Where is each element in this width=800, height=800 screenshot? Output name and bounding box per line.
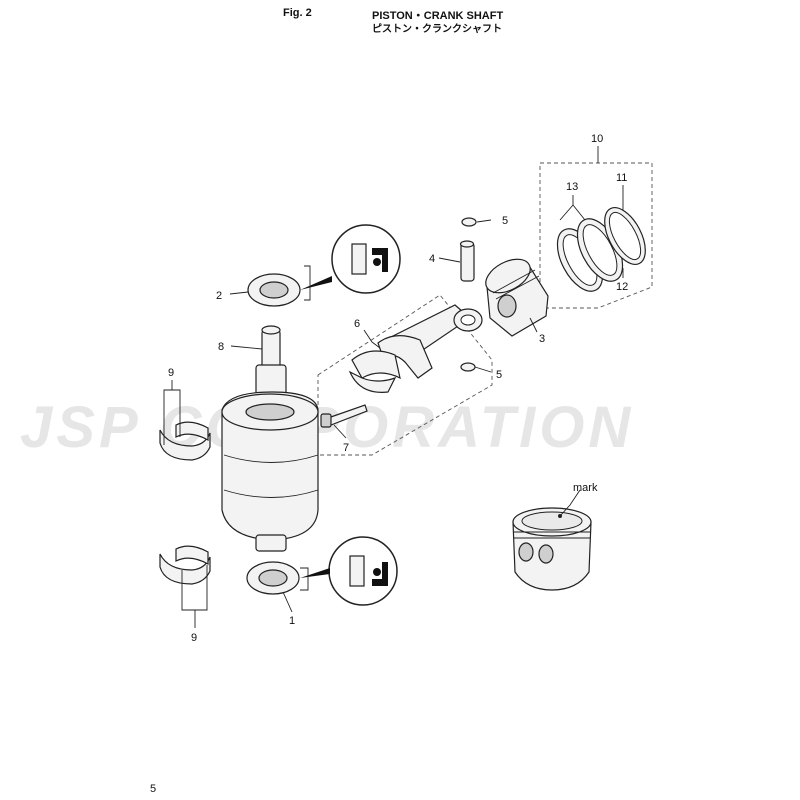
leader-lines bbox=[163, 146, 624, 628]
crank-bearing-upper bbox=[159, 421, 211, 461]
callout-10: 10 bbox=[591, 133, 603, 145]
callout-3: 3 bbox=[539, 333, 545, 345]
page-title: PISTON・CRANK SHAFT bbox=[372, 10, 504, 22]
oil-seal-upper bbox=[247, 273, 301, 307]
crankshaft bbox=[221, 325, 319, 552]
conrod-bearing bbox=[348, 350, 401, 393]
page-title-japanese: ピストン・クランクシャフト bbox=[372, 24, 502, 35]
oil-seal-lower bbox=[246, 561, 300, 595]
callout-1: 1 bbox=[289, 615, 295, 627]
seal-detail-upper bbox=[300, 224, 401, 294]
callout-4: 4 bbox=[429, 253, 435, 265]
seal-detail-lower bbox=[300, 536, 398, 606]
piston-rings bbox=[556, 207, 646, 292]
conrod-group-dashed-outline bbox=[317, 294, 493, 456]
callout-5-upper: 5 bbox=[502, 215, 508, 227]
callout-5-lower: 5 bbox=[496, 369, 502, 381]
callout-7: 7 bbox=[343, 442, 349, 454]
ring-set-dashed-outline bbox=[539, 162, 653, 309]
crank-bearing-lower bbox=[159, 545, 211, 585]
callout-9-upper: 9 bbox=[168, 367, 174, 379]
marked-piston bbox=[512, 507, 592, 591]
piston-pin-clip-upper bbox=[461, 217, 477, 227]
callout-9-lower: 9 bbox=[191, 632, 197, 644]
callout-12: 12 bbox=[616, 281, 628, 293]
callout-8: 8 bbox=[218, 341, 224, 353]
piston-pin bbox=[459, 240, 475, 282]
callout-2: 2 bbox=[216, 290, 222, 302]
callout-13: 13 bbox=[566, 181, 578, 193]
mark-label: mark bbox=[573, 482, 598, 494]
callout-6: 6 bbox=[354, 318, 360, 330]
conrod-bolt bbox=[320, 404, 368, 428]
callout-11: 11 bbox=[616, 172, 627, 184]
piston bbox=[485, 258, 549, 337]
figure-label: Fig. 2 bbox=[283, 7, 312, 19]
page-number: 5 bbox=[150, 783, 157, 795]
piston-pin-clip-lower bbox=[460, 362, 476, 372]
